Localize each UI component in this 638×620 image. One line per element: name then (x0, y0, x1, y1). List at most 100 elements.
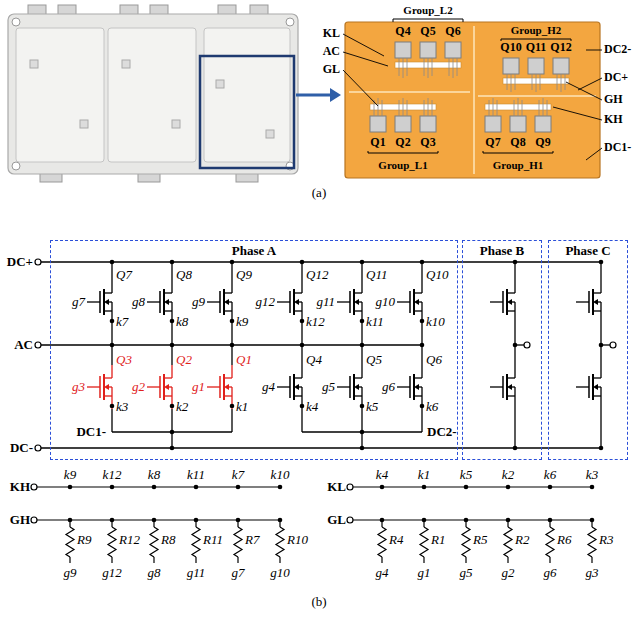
wire (600, 409, 601, 448)
mosfet-source (354, 395, 362, 396)
phase-heading: Phase A (232, 244, 276, 259)
terminal-circle (35, 342, 41, 348)
resistor-label: R9 (77, 533, 91, 548)
transistor-label: Q6 (426, 353, 442, 368)
mosfet-arrow (593, 299, 598, 305)
terminal-label: KH (10, 480, 30, 495)
mosfet-body (361, 302, 362, 311)
mosfet-drain (301, 365, 302, 378)
wire (361, 432, 362, 448)
kelvin-label: k7 (116, 315, 128, 330)
resistor-symbol (234, 527, 242, 557)
junction-dot (360, 446, 365, 451)
kelvin-label: k11 (366, 315, 384, 330)
kelvin-label: k12 (306, 315, 325, 330)
chip-label: Q5 (420, 25, 435, 39)
junction-dot (380, 485, 385, 490)
mosfet-source (600, 396, 601, 409)
chip-label: Q10 (500, 41, 521, 55)
resistor-symbol (546, 527, 554, 557)
mosfet-drain (421, 280, 422, 293)
resistor-label: R10 (287, 533, 308, 548)
mosfet-drain (164, 377, 172, 378)
kelvin-label: k5 (460, 468, 472, 483)
mosfet-source (414, 395, 422, 396)
terminal-label: GH (10, 513, 30, 528)
group-label: Group_H2 (511, 24, 562, 37)
mosfet-body (421, 302, 422, 311)
mosfet-drain (507, 292, 515, 293)
terminal-label: DC2- (604, 43, 631, 57)
junction-dot (236, 485, 241, 490)
sic-chip (395, 42, 411, 58)
mosfet-body (301, 302, 302, 311)
mosfet-drain (600, 280, 601, 293)
press-pin (30, 60, 38, 68)
mosfet-gate-lead (490, 301, 503, 302)
wire (111, 324, 112, 345)
mosfet-drain (164, 292, 172, 293)
wire (361, 324, 362, 345)
resistor-lead (507, 520, 508, 527)
mosfet-drain (104, 292, 112, 293)
group-label: Group_L1 (378, 159, 427, 172)
wire (514, 409, 515, 448)
mosfet-arrow (294, 299, 299, 305)
substrate (345, 22, 600, 178)
gate-label: g2 (502, 566, 515, 581)
resistor-symbol (378, 527, 386, 557)
mosfet-body (231, 387, 232, 396)
bond-wire (399, 58, 457, 78)
wire (231, 324, 232, 345)
resistor-label: R5 (473, 533, 487, 548)
mosfet-gate-lead (337, 386, 350, 387)
resistor-label: R1 (431, 533, 445, 548)
junction-dot (230, 404, 235, 409)
resistor-label: R8 (161, 533, 175, 548)
junction-dot (599, 343, 604, 348)
junction-dot (170, 260, 175, 265)
wire (421, 324, 422, 345)
gate-label: g5 (460, 566, 473, 581)
press-pin (266, 130, 274, 138)
mosfet-source (600, 311, 601, 324)
wire (231, 262, 232, 280)
transistor-label: Q9 (236, 268, 252, 283)
mosfet-drain (104, 377, 112, 378)
terminal-label: KH (604, 113, 623, 127)
phase-heading: Phase B (480, 244, 524, 259)
mosfet-drain (224, 377, 232, 378)
wire (421, 409, 422, 432)
resistor-symbol (462, 527, 470, 557)
mosfet-gate-lead (207, 301, 220, 302)
module-section (108, 28, 196, 162)
kelvin-label: k10 (271, 468, 290, 483)
gate-label: g3 (72, 380, 85, 395)
mosfet-drain (593, 292, 601, 293)
resistor-symbol (588, 527, 596, 557)
kelvin-label: k4 (376, 468, 388, 483)
junction-dot (110, 260, 115, 265)
mosfet-source (507, 310, 515, 311)
mosfet-arrow (414, 299, 419, 305)
junction-dot (360, 430, 365, 435)
resistor-lead (279, 557, 280, 563)
mosfet-drain (111, 365, 112, 378)
junction-dot (152, 485, 157, 490)
kelvin-label: k8 (148, 468, 160, 483)
kelvin-label: k12 (103, 468, 122, 483)
junction-dot (464, 485, 469, 490)
kelvin-label: k5 (366, 400, 378, 415)
mosfet-source (514, 396, 515, 409)
wire (171, 262, 172, 280)
wire (231, 345, 232, 365)
resistor-symbol (504, 527, 512, 557)
mosfet-arrow (164, 384, 169, 390)
mosfet-body (231, 302, 232, 311)
wire (301, 345, 302, 365)
junction-dot (230, 319, 235, 324)
mosfet-gate-lead (490, 386, 503, 387)
resistor-symbol (108, 527, 116, 557)
resistor-lead (153, 557, 154, 563)
